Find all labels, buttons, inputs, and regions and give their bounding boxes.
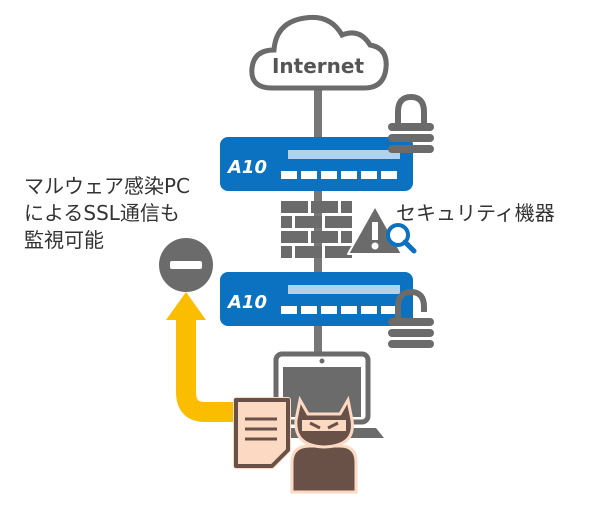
internet-label: Internet (272, 54, 364, 78)
lock-closed-icon (388, 93, 434, 153)
description-line-1: マルウェア感染PC (24, 174, 190, 198)
firewall-icon (281, 201, 352, 258)
a10-device-top: A10 (220, 137, 413, 191)
blocked-traffic-arrow (166, 292, 240, 422)
description-line-3: 監視可能 (24, 228, 104, 252)
hacker-icon (290, 395, 358, 494)
block-icon (159, 238, 213, 292)
lock-open-icon (388, 288, 434, 348)
a10-device-bottom: A10 (220, 272, 413, 326)
a10-logo: A10 (226, 157, 267, 178)
security-device-label: セキュリティ機器 (396, 201, 555, 225)
document-icon (233, 397, 291, 469)
internet-cloud-icon: Internet (249, 14, 389, 91)
a10-logo: A10 (226, 292, 267, 313)
description-line-2: によるSSL通信も (24, 201, 180, 225)
description-text: マルウェア感染PC によるSSL通信も 監視可能 (24, 174, 190, 252)
magnifier-icon (386, 223, 417, 254)
